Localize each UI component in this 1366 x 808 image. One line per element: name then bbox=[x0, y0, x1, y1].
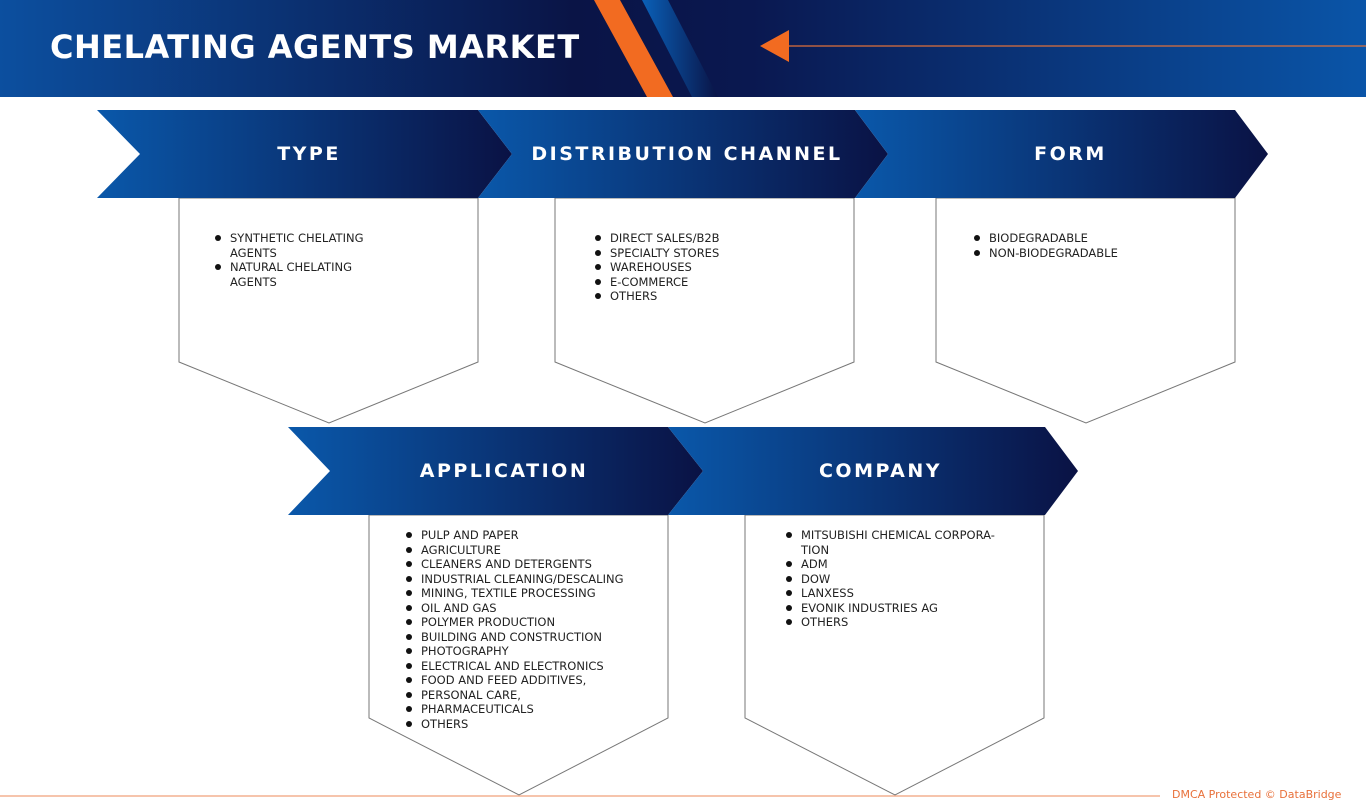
header-banner bbox=[0, 0, 1366, 97]
application-chevron bbox=[288, 427, 703, 515]
orange-stripe bbox=[594, 0, 673, 97]
list-item: NON-BIODEGRADABLE bbox=[974, 246, 1214, 261]
list-item: EVONIK INDUSTRIES AG bbox=[786, 601, 1021, 616]
application-label: APPLICATION bbox=[419, 460, 589, 482]
list-item: OIL AND GAS bbox=[406, 601, 666, 616]
list-item: LANXESS bbox=[786, 586, 1021, 601]
list-item: OTHERS bbox=[406, 717, 666, 732]
page-title: CHELATING AGENTS MARKET bbox=[50, 28, 580, 66]
list-item: FOOD AND FEED ADDITIVES, bbox=[406, 673, 666, 688]
list-item: AGRICULTURE bbox=[406, 543, 666, 558]
list-item: SPECIALTY STORES bbox=[595, 246, 835, 261]
list-item: ADM bbox=[786, 557, 1021, 572]
list-item: PULP AND PAPER bbox=[406, 528, 666, 543]
distribution-label: DISTRIBUTION CHANNEL bbox=[531, 143, 843, 165]
list-item: POLYMER PRODUCTION bbox=[406, 615, 666, 630]
footer-dmca-text: DMCA Protected © DataBridge bbox=[1172, 788, 1342, 801]
form-chevron bbox=[855, 110, 1268, 198]
list-item: ELECTRICAL AND ELECTRONICS bbox=[406, 659, 666, 674]
distribution-chevron bbox=[478, 110, 888, 198]
type-label: TYPE bbox=[277, 143, 341, 165]
list-item: PERSONAL CARE, bbox=[406, 688, 666, 703]
list-item: MITSUBISHI CHEMICAL CORPORA-TION bbox=[786, 528, 1021, 557]
list-item: DIRECT SALES/B2B bbox=[595, 231, 835, 246]
blue-stripe bbox=[642, 0, 718, 97]
list-item: MINING, TEXTILE PROCESSING bbox=[406, 586, 666, 601]
list-item: SYNTHETIC CHELATING AGENTS bbox=[215, 231, 390, 260]
company-chevron bbox=[668, 427, 1078, 515]
list-item: BIODEGRADABLE bbox=[974, 231, 1214, 246]
list-item: NATURAL CHELATING AGENTS bbox=[215, 260, 390, 289]
list-item: PHOTOGRAPHY bbox=[406, 644, 666, 659]
list-item: PHARMACEUTICALS bbox=[406, 702, 666, 717]
company-label: COMPANY bbox=[818, 460, 943, 482]
list-item: CLEANERS AND DETERGENTS bbox=[406, 557, 666, 572]
form-label: FORM bbox=[1034, 143, 1107, 165]
list-item: OTHERS bbox=[595, 289, 835, 304]
arrow-left-icon bbox=[760, 30, 789, 62]
list-item: OTHERS bbox=[786, 615, 1021, 630]
type-chevron bbox=[97, 110, 512, 198]
list-item: WAREHOUSES bbox=[595, 260, 835, 275]
list-item: INDUSTRIAL CLEANING/DESCALING bbox=[406, 572, 666, 587]
list-item: BUILDING AND CONSTRUCTION bbox=[406, 630, 666, 645]
list-item: DOW bbox=[786, 572, 1021, 587]
list-item: E-COMMERCE bbox=[595, 275, 835, 290]
